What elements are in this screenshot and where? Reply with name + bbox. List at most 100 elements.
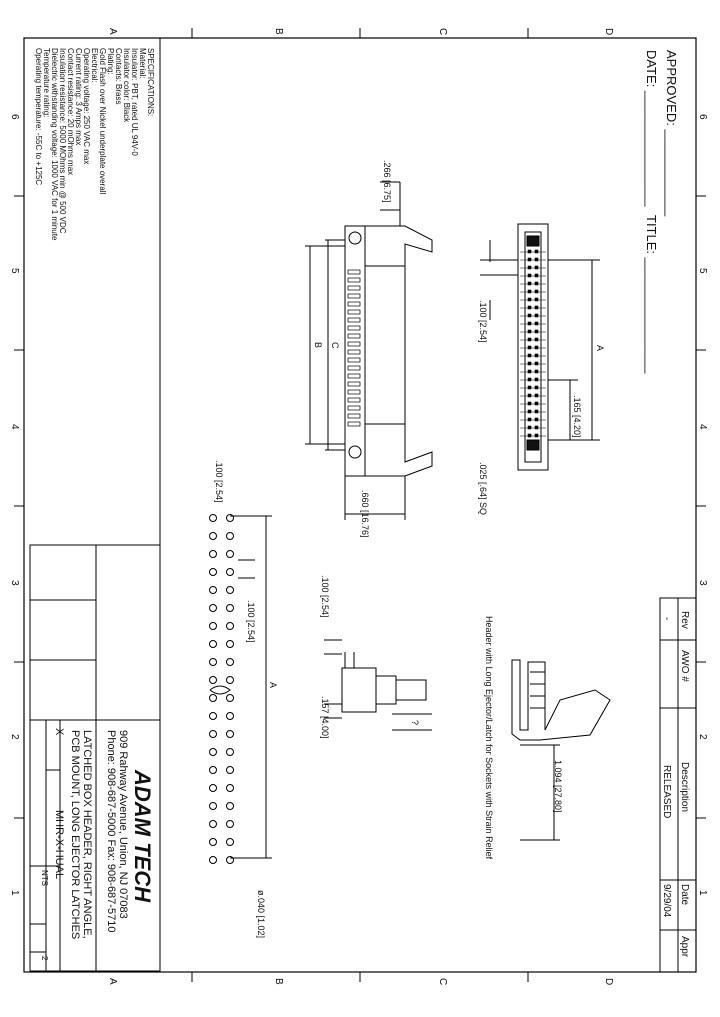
dim-b-label: B [313,342,323,348]
pcb-hole [209,856,217,864]
side-note-text: Header with Long Ejector/Latch for Socke… [484,616,494,860]
zone-letters-top: D C B A [107,28,614,35]
spec-line: Contact resistance: 20 mOhms max [66,48,75,175]
pin-square [534,401,539,406]
pin-fin [347,413,361,419]
pin-square [534,329,539,334]
pcb-hole [209,748,217,756]
approval-block: APPROVED: ____________ DATE: ___________… [644,50,679,374]
company-phone: Phone: 908-687-5000 Fax: 908-687-5710 [105,730,117,932]
rev-mark: 2 [40,956,49,961]
zone-number-left: 2 [9,734,20,740]
spec-line: Electrical: [90,48,99,83]
pin-square [527,273,532,278]
pin-square [527,385,532,390]
pin-fin [347,341,361,347]
pcb-hole [226,748,234,756]
company-name: ADAM TECH [130,769,155,903]
pcb-hole [226,514,234,522]
pcb-hole [226,784,234,792]
spec-line: Insulator color: Black [122,48,131,123]
spec-line: Plating: [106,48,115,75]
pcb-hole [226,712,234,720]
end-view [324,639,432,731]
pin-square [534,345,539,350]
pin-square [527,401,532,406]
zone-letter-bottom: B [273,978,284,985]
pin-square [534,273,539,278]
pcb-hole [226,622,234,630]
pin-square [534,305,539,310]
spec-line: Contacts: Brass [114,48,123,104]
spec-line: Dielectric withstanding voltage: 1000 VA… [50,48,59,241]
pin-square [527,249,532,254]
pin-fin [347,317,361,323]
zone-number-right: 3 [697,580,708,586]
side-note: Header with Long Ejector/Latch for Socke… [484,616,494,860]
pcb-hole [209,676,217,684]
dim-a-label: A [595,345,605,351]
title-line2: PCB MOUNT, LONG EJECTOR LATCHES [69,730,81,939]
pcb-hole-pattern [209,514,272,864]
pcb-dims: .100 [2.54] .100 [2.54] A ø.040 [1.02] [214,460,278,938]
dim-q: ? [410,720,420,725]
pcb-hole [226,838,234,846]
zone-letter-bottom: C [437,978,448,985]
zone-number-left: 5 [9,268,20,274]
dim-hole: ø.040 [1.02] [256,890,266,938]
pin-fin [347,421,361,427]
pin-square [534,313,539,318]
title-line1: LATCHED BOX HEADER, RIGHT ANGLE, [81,730,93,939]
pin-fin [347,357,361,363]
pin-fin [347,277,361,283]
pin-square [527,265,532,270]
pin-square [534,289,539,294]
spec-line: Current rating: 3 Amps max [74,48,83,145]
top-view-dims: A .165 [4.20] .100 [2.54] .025 [.64] SQ [478,300,605,515]
pcb-hole [226,802,234,810]
spec-line: Material: [138,48,147,79]
pcb-hole [226,586,234,594]
pcb-hole [209,640,217,648]
description-header: Description [679,762,690,812]
pin-square [527,409,532,414]
scale: NTS [40,870,49,886]
description-value: RELEASED [661,765,672,818]
pcb-hole [226,568,234,576]
dim-height: .266 [6.75] [382,160,392,203]
spec-line: Temperature rating: [42,48,51,117]
pcb-hole [209,694,217,702]
pin-fin [347,389,361,395]
zone-numbers-right: 6 5 4 3 2 1 [697,114,708,896]
spec-line: Operating voltage: 250 VAC max [82,48,91,164]
rev-value: - [661,617,672,620]
zone-letter-top: C [437,28,448,35]
dim-pitch: .100 [2.54] [478,300,488,343]
pin-fin [347,309,361,315]
pin-square [527,297,532,302]
pin-square [534,321,539,326]
pin-square [527,393,532,398]
pin-square [534,425,539,430]
pin-square [527,417,532,422]
pcb-hole [226,730,234,738]
pin-square [527,329,532,334]
pin-fin [347,269,361,275]
pin-square [534,257,539,262]
pin-square [527,377,532,382]
pcb-hole [209,730,217,738]
pin-square [527,345,532,350]
pin-fin [347,381,361,387]
pin-square [534,409,539,414]
zone-letter-bottom: D [603,978,614,985]
pcb-hole [226,550,234,558]
side-view-dims: .266 [6.75] B C .660 [16.76] [313,160,392,538]
specifications: SPECIFICATIONS: Material: Insulator: PBT… [34,48,155,241]
dim-tail: .157 [4.00] [320,696,330,739]
pin-square [534,393,539,398]
pin-square [534,417,539,422]
pcb-hole [209,622,217,630]
revision-table: Rev AWO # Description Date Appr - RELEAS… [659,597,697,973]
